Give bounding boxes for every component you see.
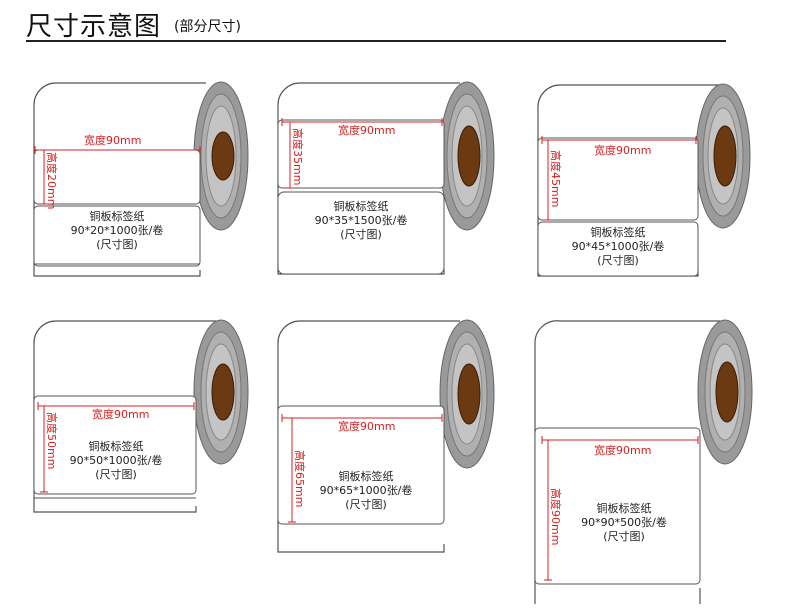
label-spec: 90*90*500张/卷 xyxy=(581,515,667,529)
label-note: (尺寸图) xyxy=(603,529,645,543)
width-dimension: 宽度90mm xyxy=(541,436,699,457)
label-name: 铜板标签纸 xyxy=(591,225,646,239)
width-label: 宽度90mm xyxy=(338,123,395,137)
label-spec: 90*65*1000张/卷 xyxy=(320,483,413,497)
label-note: (尺寸图) xyxy=(96,237,138,251)
height-label: 高度35mm xyxy=(291,128,305,185)
label-top xyxy=(277,119,445,189)
label-note: (尺寸图) xyxy=(340,227,382,241)
label-name: 铜板标签纸 xyxy=(334,199,389,213)
width-dimension: 宽度90mm xyxy=(34,133,201,154)
label-top xyxy=(277,405,445,525)
width-label: 宽度90mm xyxy=(84,133,141,147)
label-name: 铜板标签纸 xyxy=(89,439,144,453)
page-subtitle: (部分尺寸) xyxy=(174,19,241,35)
width-label: 宽度90mm xyxy=(92,407,149,421)
label-main xyxy=(33,205,201,267)
width-dimension: 宽度90mm xyxy=(37,402,195,421)
height-label: 高度50mm xyxy=(45,412,59,469)
label-main xyxy=(277,191,445,275)
label-roll-2: 宽度90mm 高度35mm 铜板标签纸 90*35*1500张/卷 (尺寸图) xyxy=(277,81,495,275)
label-top xyxy=(33,395,197,495)
label-roll-4: 宽度90mm 高度50mm 铜板标签纸 90*50*1000张/卷 (尺寸图) xyxy=(33,319,249,513)
height-dimension: 高度50mm xyxy=(40,405,59,493)
label-spec: 90*20*1000张/卷 xyxy=(71,223,164,237)
page-header: 尺寸示意图 (部分尺寸) xyxy=(26,2,726,42)
label-spec: 90*45*1000张/卷 xyxy=(572,239,665,253)
width-label: 宽度90mm xyxy=(594,143,651,157)
width-label: 宽度90mm xyxy=(338,419,395,433)
height-label: 高度20mm xyxy=(45,152,59,209)
label-note: (尺寸图) xyxy=(95,467,137,481)
width-dimension: 宽度90mm xyxy=(281,118,443,137)
label-note: (尺寸图) xyxy=(597,253,639,267)
label-note: (尺寸图) xyxy=(345,497,387,511)
height-dimension: 高度65mm xyxy=(288,417,307,523)
height-dimension: 高度90mm xyxy=(544,439,563,581)
label-spec: 90*35*1500张/卷 xyxy=(315,213,408,227)
height-dimension: 高度20mm xyxy=(40,149,59,209)
label-top xyxy=(537,137,699,221)
label-top xyxy=(534,427,701,585)
height-label: 高度90mm xyxy=(549,488,563,545)
width-dimension: 宽度90mm xyxy=(281,414,443,433)
label-roll-5: 宽度90mm 高度65mm 铜板标签纸 90*65*1000张/卷 (尺寸图) xyxy=(277,319,495,553)
label-spec: 90*50*1000张/卷 xyxy=(70,453,163,467)
label-name: 铜板标签纸 xyxy=(90,209,145,223)
height-dimension: 高度45mm xyxy=(544,139,563,221)
page-title: 尺寸示意图 xyxy=(26,12,162,42)
width-dimension: 宽度90mm xyxy=(541,136,697,157)
label-roll-3: 宽度90mm 高度45mm 铜板标签纸 90*45*1000张/卷 (尺寸图) xyxy=(537,83,751,277)
height-label: 高度45mm xyxy=(549,150,563,207)
height-label: 高度65mm xyxy=(293,450,307,507)
label-main xyxy=(537,221,699,277)
height-dimension: 高度35mm xyxy=(286,121,305,189)
label-name: 铜板标签纸 xyxy=(597,501,652,515)
width-label: 宽度90mm xyxy=(594,443,651,457)
label-roll-1: 宽度90mm 高度20mm 铜板标签纸 90*20*1000张/卷 (尺寸图) xyxy=(33,81,249,277)
label-name: 铜板标签纸 xyxy=(339,469,394,483)
header-rule xyxy=(26,40,726,42)
label-roll-6: 宽度90mm 高度90mm 铜板标签纸 90*90*500张/卷 (尺寸图) xyxy=(534,319,753,604)
